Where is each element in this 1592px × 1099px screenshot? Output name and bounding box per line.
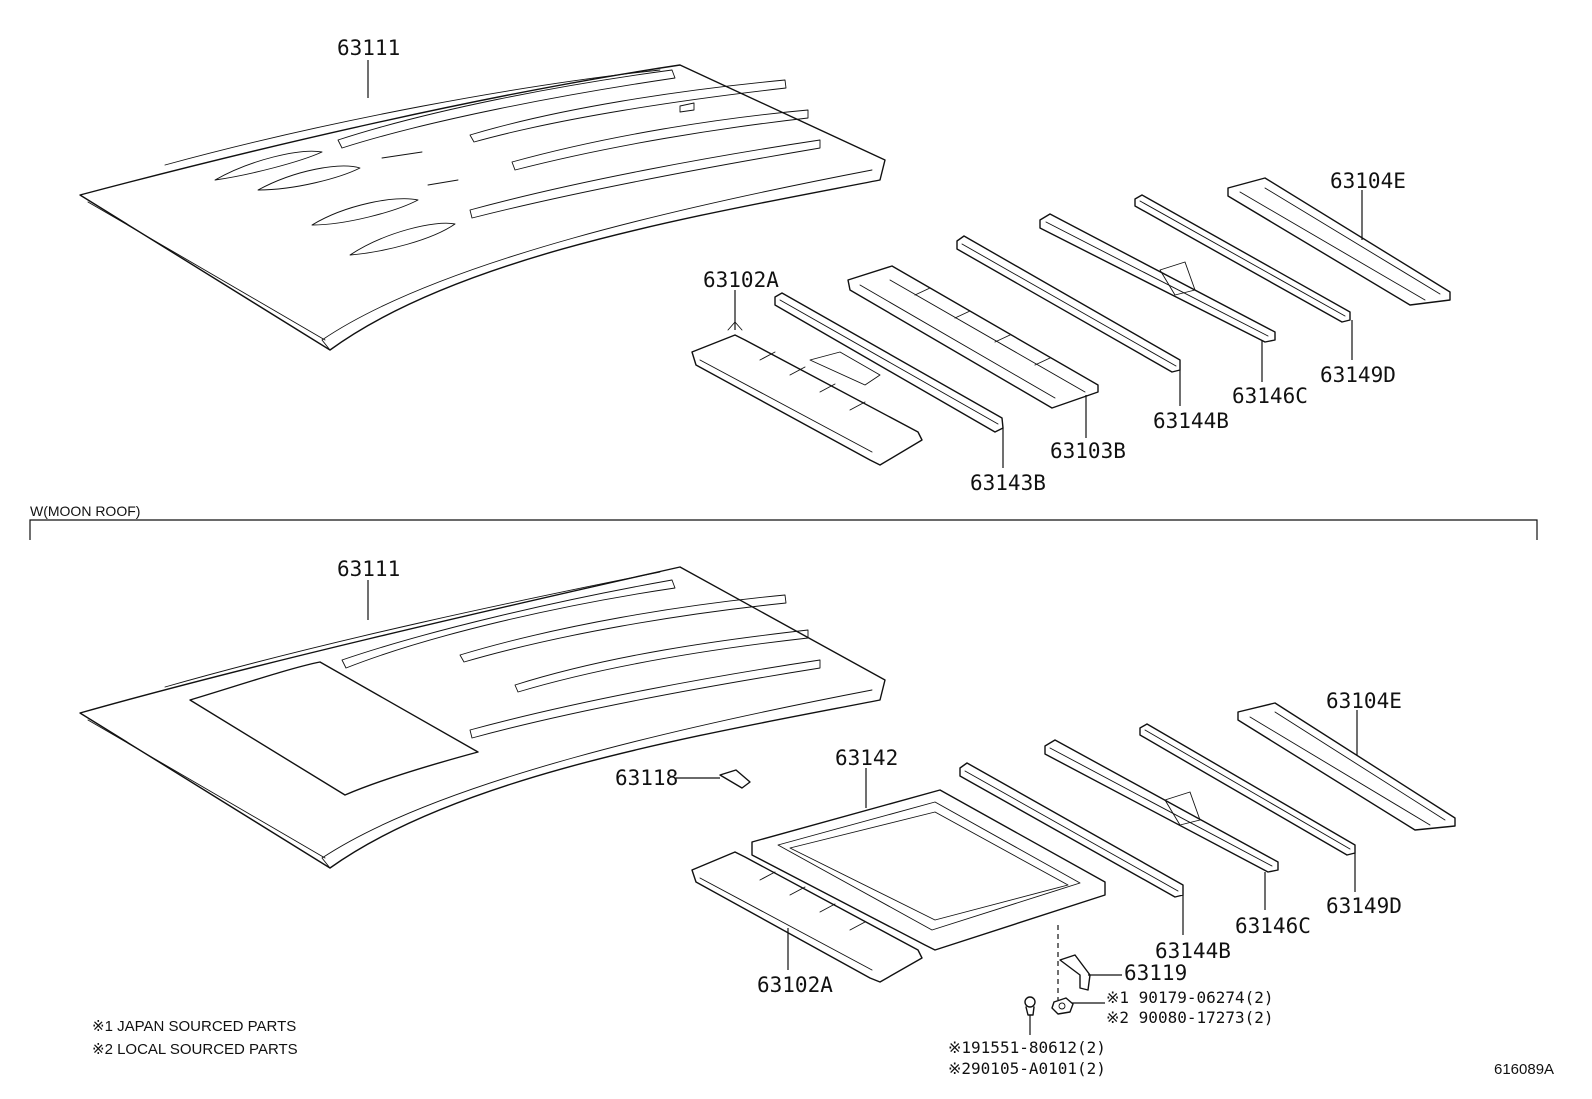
- leaders-top: [367, 60, 1363, 468]
- callout-63102a-top[interactable]: 63102A: [703, 268, 779, 292]
- sunroof-frame-63142[interactable]: [751, 789, 1106, 951]
- clamp-63119[interactable]: [1059, 954, 1091, 991]
- roof-panel-top[interactable]: [79, 64, 886, 351]
- callouts-bottom: 63111 63118 63142 63102A 63144B 63146C 6…: [337, 557, 1402, 1078]
- bracket-63118[interactable]: [719, 769, 751, 789]
- roof-bow-63149d-bottom[interactable]: [1139, 723, 1356, 856]
- callout-63149d-bottom[interactable]: 63149D: [1326, 894, 1402, 918]
- callout-63111-bottom[interactable]: 63111: [337, 557, 400, 581]
- roof-bow-63146c-bottom[interactable]: [1044, 739, 1279, 873]
- roof-bow-63149d[interactable]: [1134, 194, 1351, 323]
- footnotes: ※1 JAPAN SOURCED PARTS ※2 LOCAL SOURCED …: [92, 1018, 298, 1058]
- callout-63103b[interactable]: 63103B: [1050, 439, 1126, 463]
- callout-63102a-bottom[interactable]: 63102A: [757, 973, 833, 997]
- nut-fastener[interactable]: [1051, 997, 1074, 1015]
- callout-63104e-top[interactable]: 63104E: [1330, 169, 1406, 193]
- callout-63104e-bottom[interactable]: 63104E: [1326, 689, 1402, 713]
- rear-header-bottom[interactable]: [1237, 702, 1456, 831]
- callout-63149d-top[interactable]: 63149D: [1320, 363, 1396, 387]
- callout-63119[interactable]: 63119: [1124, 961, 1187, 985]
- screw-fastener[interactable]: [1024, 996, 1036, 1016]
- callouts-top: 63111 63102A 63143B 63103B 63144B 63146C…: [337, 36, 1406, 495]
- callout-63144b-top[interactable]: 63144B: [1153, 409, 1229, 433]
- footnote-japan-sourced: ※1 JAPAN SOURCED PARTS: [92, 1018, 296, 1035]
- footnote-local-sourced: ※2 LOCAL SOURCED PARTS: [92, 1041, 298, 1058]
- callout-90105-a0101[interactable]: ※290105-A0101(2): [948, 1059, 1106, 1078]
- callout-90080-17273[interactable]: ※2 90080-17273(2): [1106, 1008, 1274, 1027]
- roof-reinforcement-63103b[interactable]: [847, 265, 1099, 409]
- callout-91551-80612[interactable]: ※191551-80612(2): [948, 1038, 1106, 1057]
- front-header-bottom[interactable]: [691, 851, 923, 983]
- section-label: W(MOON ROOF): [30, 503, 140, 519]
- callout-63144b-bottom[interactable]: 63144B: [1155, 939, 1231, 963]
- roof-panel-bottom[interactable]: [79, 566, 886, 869]
- figure-id: 616089A: [1494, 1061, 1554, 1078]
- roof-bow-63144b-bottom[interactable]: [959, 762, 1184, 898]
- callout-63146c-top[interactable]: 63146C: [1232, 384, 1308, 408]
- callout-63142[interactable]: 63142: [835, 746, 898, 770]
- callout-63111-top[interactable]: 63111: [337, 36, 400, 60]
- callout-63118[interactable]: 63118: [615, 766, 678, 790]
- callout-63143b[interactable]: 63143B: [970, 471, 1046, 495]
- roof-bow-63144b[interactable]: [956, 235, 1181, 373]
- callout-90179-06274[interactable]: ※1 90179-06274(2): [1106, 988, 1274, 1007]
- section-bracket: W(MOON ROOF): [29, 503, 1538, 540]
- rear-header-top[interactable]: [1227, 177, 1451, 306]
- roof-bow-63143b[interactable]: [774, 292, 1004, 433]
- leaders-bottom: [367, 580, 1358, 1035]
- front-header-top[interactable]: [691, 321, 923, 466]
- roof-bow-63146c[interactable]: [1039, 213, 1276, 343]
- callout-63146c-bottom[interactable]: 63146C: [1235, 914, 1311, 938]
